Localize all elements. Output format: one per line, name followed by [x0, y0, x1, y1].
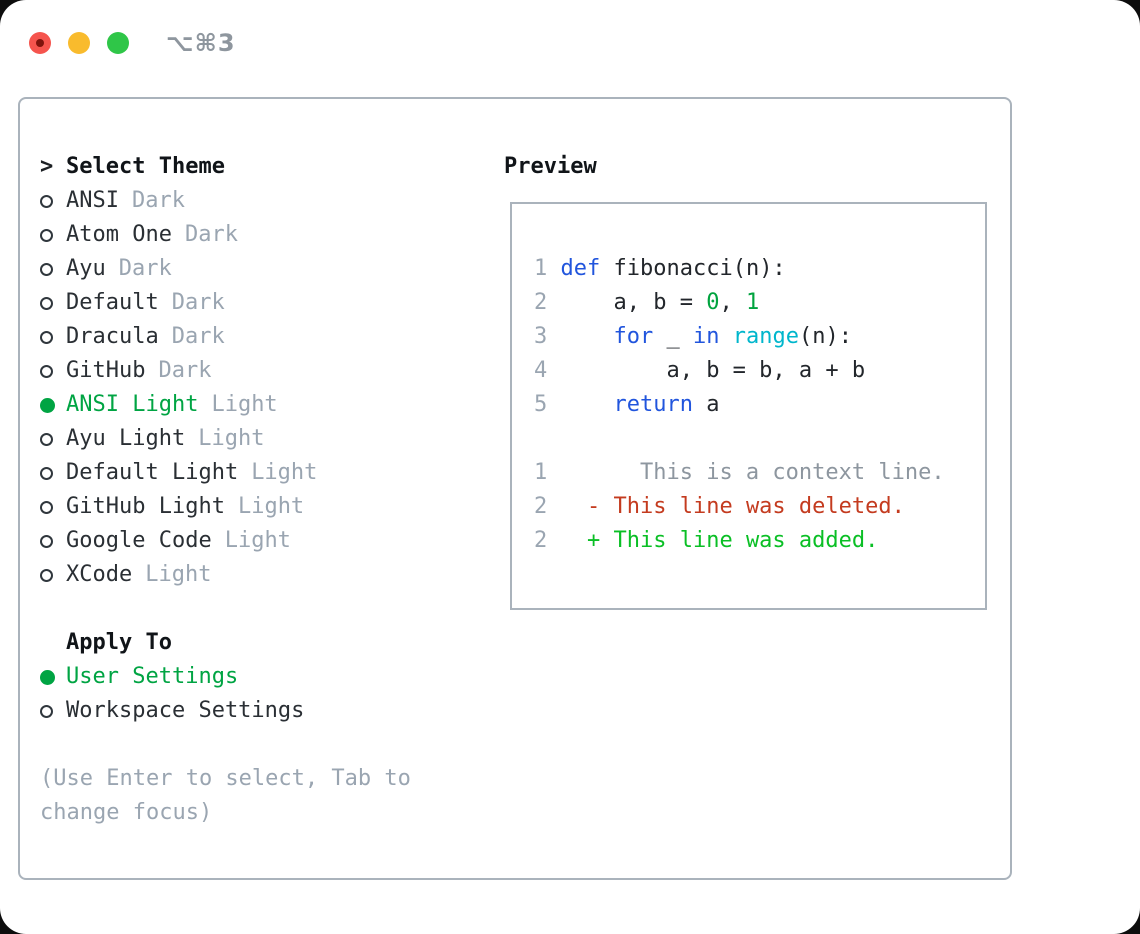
- radio-unselected-icon: [40, 364, 53, 378]
- theme-option-ayu[interactable]: Ayu Dark: [40, 252, 470, 286]
- radio-unselected-icon: [40, 534, 53, 548]
- preview-header: Preview: [504, 154, 597, 179]
- apply-to-header: Apply To: [40, 626, 470, 660]
- line-number: 5: [534, 392, 561, 417]
- code-line: 1 def fibonacci(n):: [534, 256, 786, 281]
- diff-line: 2 - This line was deleted.: [534, 494, 905, 519]
- minimize-button[interactable]: [68, 32, 90, 54]
- line-number: 2: [534, 290, 561, 315]
- apply-to-option-user-settings[interactable]: User Settings: [40, 660, 470, 694]
- theme-variant-tag: Light: [198, 426, 265, 451]
- select-theme-header: > Select Theme: [40, 150, 470, 184]
- theme-option-github[interactable]: GitHub Dark: [40, 354, 470, 388]
- diff-line: 1 This is a context line.: [534, 460, 945, 485]
- theme-option-label: ANSI Light: [66, 392, 199, 417]
- theme-option-label: Atom One: [66, 222, 172, 247]
- close-button[interactable]: [29, 32, 51, 54]
- theme-variant-tag: Light: [145, 562, 212, 587]
- line-number: 3: [534, 324, 561, 349]
- radio-unselected-icon: [40, 704, 53, 718]
- radio-unselected-icon: [40, 432, 53, 446]
- theme-option-label: GitHub: [66, 358, 146, 383]
- theme-option-default-light[interactable]: Default Light Light: [40, 456, 470, 490]
- line-number: 2: [534, 494, 561, 519]
- code-preview: 1 def fibonacci(n): 2 a, b = 0, 1 3 for _ …: [534, 252, 985, 422]
- line-number: 1: [534, 256, 561, 281]
- focus-prompt-icon: >: [40, 154, 54, 179]
- radio-unselected-icon: [40, 466, 53, 480]
- window-title: ⌥⌘3: [166, 29, 236, 57]
- apply-to-option-label: Workspace Settings: [66, 698, 305, 723]
- line-number: 4: [534, 358, 561, 383]
- window-titlebar: ⌥⌘3: [29, 26, 236, 60]
- radio-selected-icon: [40, 397, 55, 413]
- theme-option-ayu-light[interactable]: Ayu Light Light: [40, 422, 470, 456]
- theme-option-label: ANSI: [66, 188, 119, 213]
- theme-option-label: GitHub Light: [66, 494, 225, 519]
- select-theme-label: Select Theme: [66, 154, 225, 179]
- theme-variant-tag: Dark: [171, 290, 225, 315]
- theme-option-default[interactable]: Default Dark: [40, 286, 470, 320]
- theme-option-xcode[interactable]: XCode Light: [40, 558, 470, 592]
- theme-option-ansi-light[interactable]: ANSI Light Light: [40, 388, 470, 422]
- code-line: 2 a, b = 0, 1: [534, 290, 760, 315]
- radio-selected-icon: [40, 669, 55, 685]
- theme-option-label: Default Light: [66, 460, 239, 485]
- theme-variant-tag: Dark: [184, 222, 238, 247]
- theme-option-label: Google Code: [66, 528, 212, 553]
- theme-variant-tag: Light: [224, 528, 291, 553]
- radio-unselected-icon: [40, 194, 53, 208]
- theme-variant-tag: Light: [251, 460, 318, 485]
- radio-unselected-icon: [40, 296, 53, 310]
- close-dot-icon: [36, 39, 44, 47]
- radio-unselected-icon: [40, 228, 53, 242]
- code-line: 5 return a: [534, 392, 720, 417]
- diff-line: 2 + This line was added.: [534, 528, 879, 553]
- theme-variant-tag: Dark: [131, 188, 185, 213]
- theme-option-dracula[interactable]: Dracula Dark: [40, 320, 470, 354]
- theme-option-label: Dracula: [66, 324, 159, 349]
- theme-option-label: XCode: [66, 562, 133, 587]
- theme-option-github-light[interactable]: GitHub Light Light: [40, 490, 470, 524]
- code-line: 3 for _ in range(n):: [534, 324, 852, 349]
- theme-variant-tag: Dark: [158, 358, 212, 383]
- line-number: 1: [534, 460, 561, 485]
- theme-variant-tag: Dark: [118, 256, 172, 281]
- radio-unselected-icon: [40, 262, 53, 276]
- theme-variant-tag: Light: [211, 392, 278, 417]
- theme-option-label: Ayu: [66, 256, 106, 281]
- theme-option-ansi[interactable]: ANSI Dark: [40, 184, 470, 218]
- theme-option-label: Ayu Light: [66, 426, 186, 451]
- radio-unselected-icon: [40, 330, 53, 344]
- theme-option-atom-one[interactable]: Atom One Dark: [40, 218, 470, 252]
- code-line: 4 a, b = b, a + b: [534, 358, 866, 383]
- zoom-button[interactable]: [107, 32, 129, 54]
- radio-unselected-icon: [40, 500, 53, 514]
- theme-option-label: Default: [66, 290, 159, 315]
- apply-to-label: Apply To: [66, 630, 172, 655]
- radio-unselected-icon: [40, 568, 53, 582]
- apply-to-option-label: User Settings: [66, 664, 239, 689]
- line-number: 2: [534, 528, 561, 553]
- apply-to-option-workspace-settings[interactable]: Workspace Settings: [40, 694, 470, 728]
- theme-option-google-code[interactable]: Google Code Light: [40, 524, 470, 558]
- theme-variant-tag: Dark: [171, 324, 225, 349]
- preview-box: 1 def fibonacci(n): 2 a, b = 0, 1 3 for _ …: [510, 202, 987, 610]
- theme-variant-tag: Light: [237, 494, 305, 519]
- hint-text: (Use Enter to select, Tab to change focu…: [40, 766, 411, 825]
- diff-preview: 1 This is a context line. 2 - This line w…: [534, 456, 985, 558]
